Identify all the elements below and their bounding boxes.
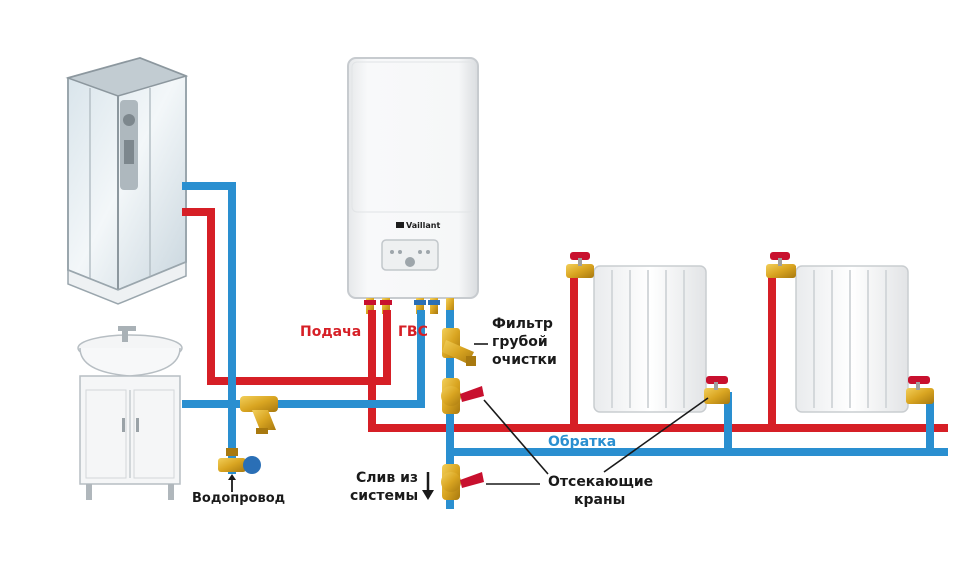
arrow-down-icon (422, 472, 434, 500)
drain-valve-icon (441, 464, 484, 500)
cold-water-filter-icon (240, 396, 278, 434)
drain-label-line2: системы (350, 488, 418, 504)
water-main-label: Водопровод (192, 491, 285, 506)
callout-lines (474, 343, 709, 485)
water-main-valve-icon (218, 448, 261, 474)
shutoff-label-line1: Отсекающие (548, 474, 653, 490)
radiator-2-inlet-valve-icon (766, 252, 796, 278)
supply-label: Подача (300, 324, 361, 340)
radiator-2-icon (795, 265, 909, 413)
radiator-1-icon (593, 265, 707, 413)
dhw-label: ГВС (398, 324, 428, 340)
return-label: Обратка (548, 434, 616, 450)
radiator-1-outlet-valve-icon (704, 376, 730, 404)
washbasin-vanity-icon (77, 326, 183, 500)
drain-label-line1: Слив из (356, 470, 418, 486)
radiator-2-outlet-valve-icon (906, 376, 934, 404)
boiler-brand-logo: Vaillant (406, 221, 440, 230)
radiator-1-inlet-valve-icon (566, 252, 594, 278)
filter-label-line3: очистки (492, 352, 557, 368)
coarse-filter-icon (442, 328, 476, 366)
filter-label-line1: Фильтр (492, 316, 553, 332)
shower-cabin-icon (65, 56, 189, 305)
filter-label-line2: грубой (492, 334, 548, 350)
arrow-up-icon (228, 474, 236, 492)
shutoff-valve-upper-icon (441, 378, 484, 414)
boiler-unit: Vaillant (347, 57, 479, 314)
shutoff-label-line2: краны (574, 492, 625, 508)
